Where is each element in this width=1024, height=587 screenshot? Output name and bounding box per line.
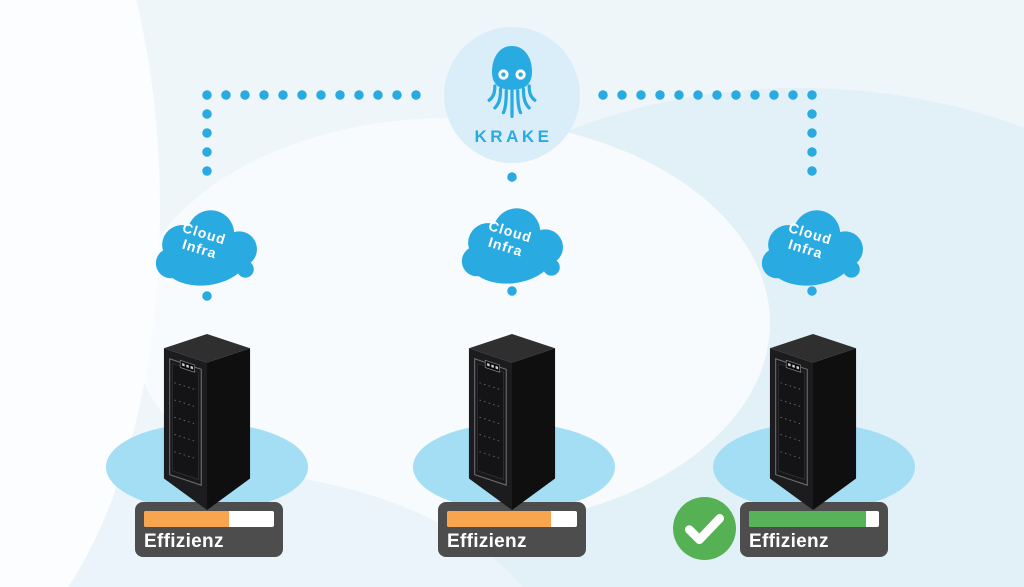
efficiency-panel: Effizienz — [438, 502, 586, 557]
efficiency-panel: Effizienz — [740, 502, 888, 557]
cloud-infra-node: Cloud Infra — [451, 201, 573, 293]
efficiency-bar-fill — [144, 511, 229, 527]
brand-name: KRAKE — [474, 127, 553, 146]
server-rack-icon — [767, 333, 859, 511]
efficiency-label: Effizienz — [144, 531, 224, 552]
efficiency-label: Effizienz — [749, 531, 829, 552]
efficiency-bar-track — [144, 511, 274, 527]
efficiency-bar-fill — [749, 511, 866, 527]
server-rack-icon — [466, 333, 558, 511]
octopus-icon — [481, 45, 543, 125]
efficiency-label: Effizienz — [447, 531, 527, 552]
cloud-infra-node: Cloud Infra — [751, 203, 873, 295]
cloud-infra-node: Cloud Infra — [145, 203, 267, 295]
success-check-icon — [672, 496, 737, 561]
efficiency-bar-track — [447, 511, 577, 527]
krake-badge: KRAKE — [444, 27, 580, 163]
efficiency-panel: Effizienz — [135, 502, 283, 557]
server-rack-icon — [161, 333, 253, 511]
efficiency-bar-fill — [447, 511, 551, 527]
efficiency-bar-track — [749, 511, 879, 527]
